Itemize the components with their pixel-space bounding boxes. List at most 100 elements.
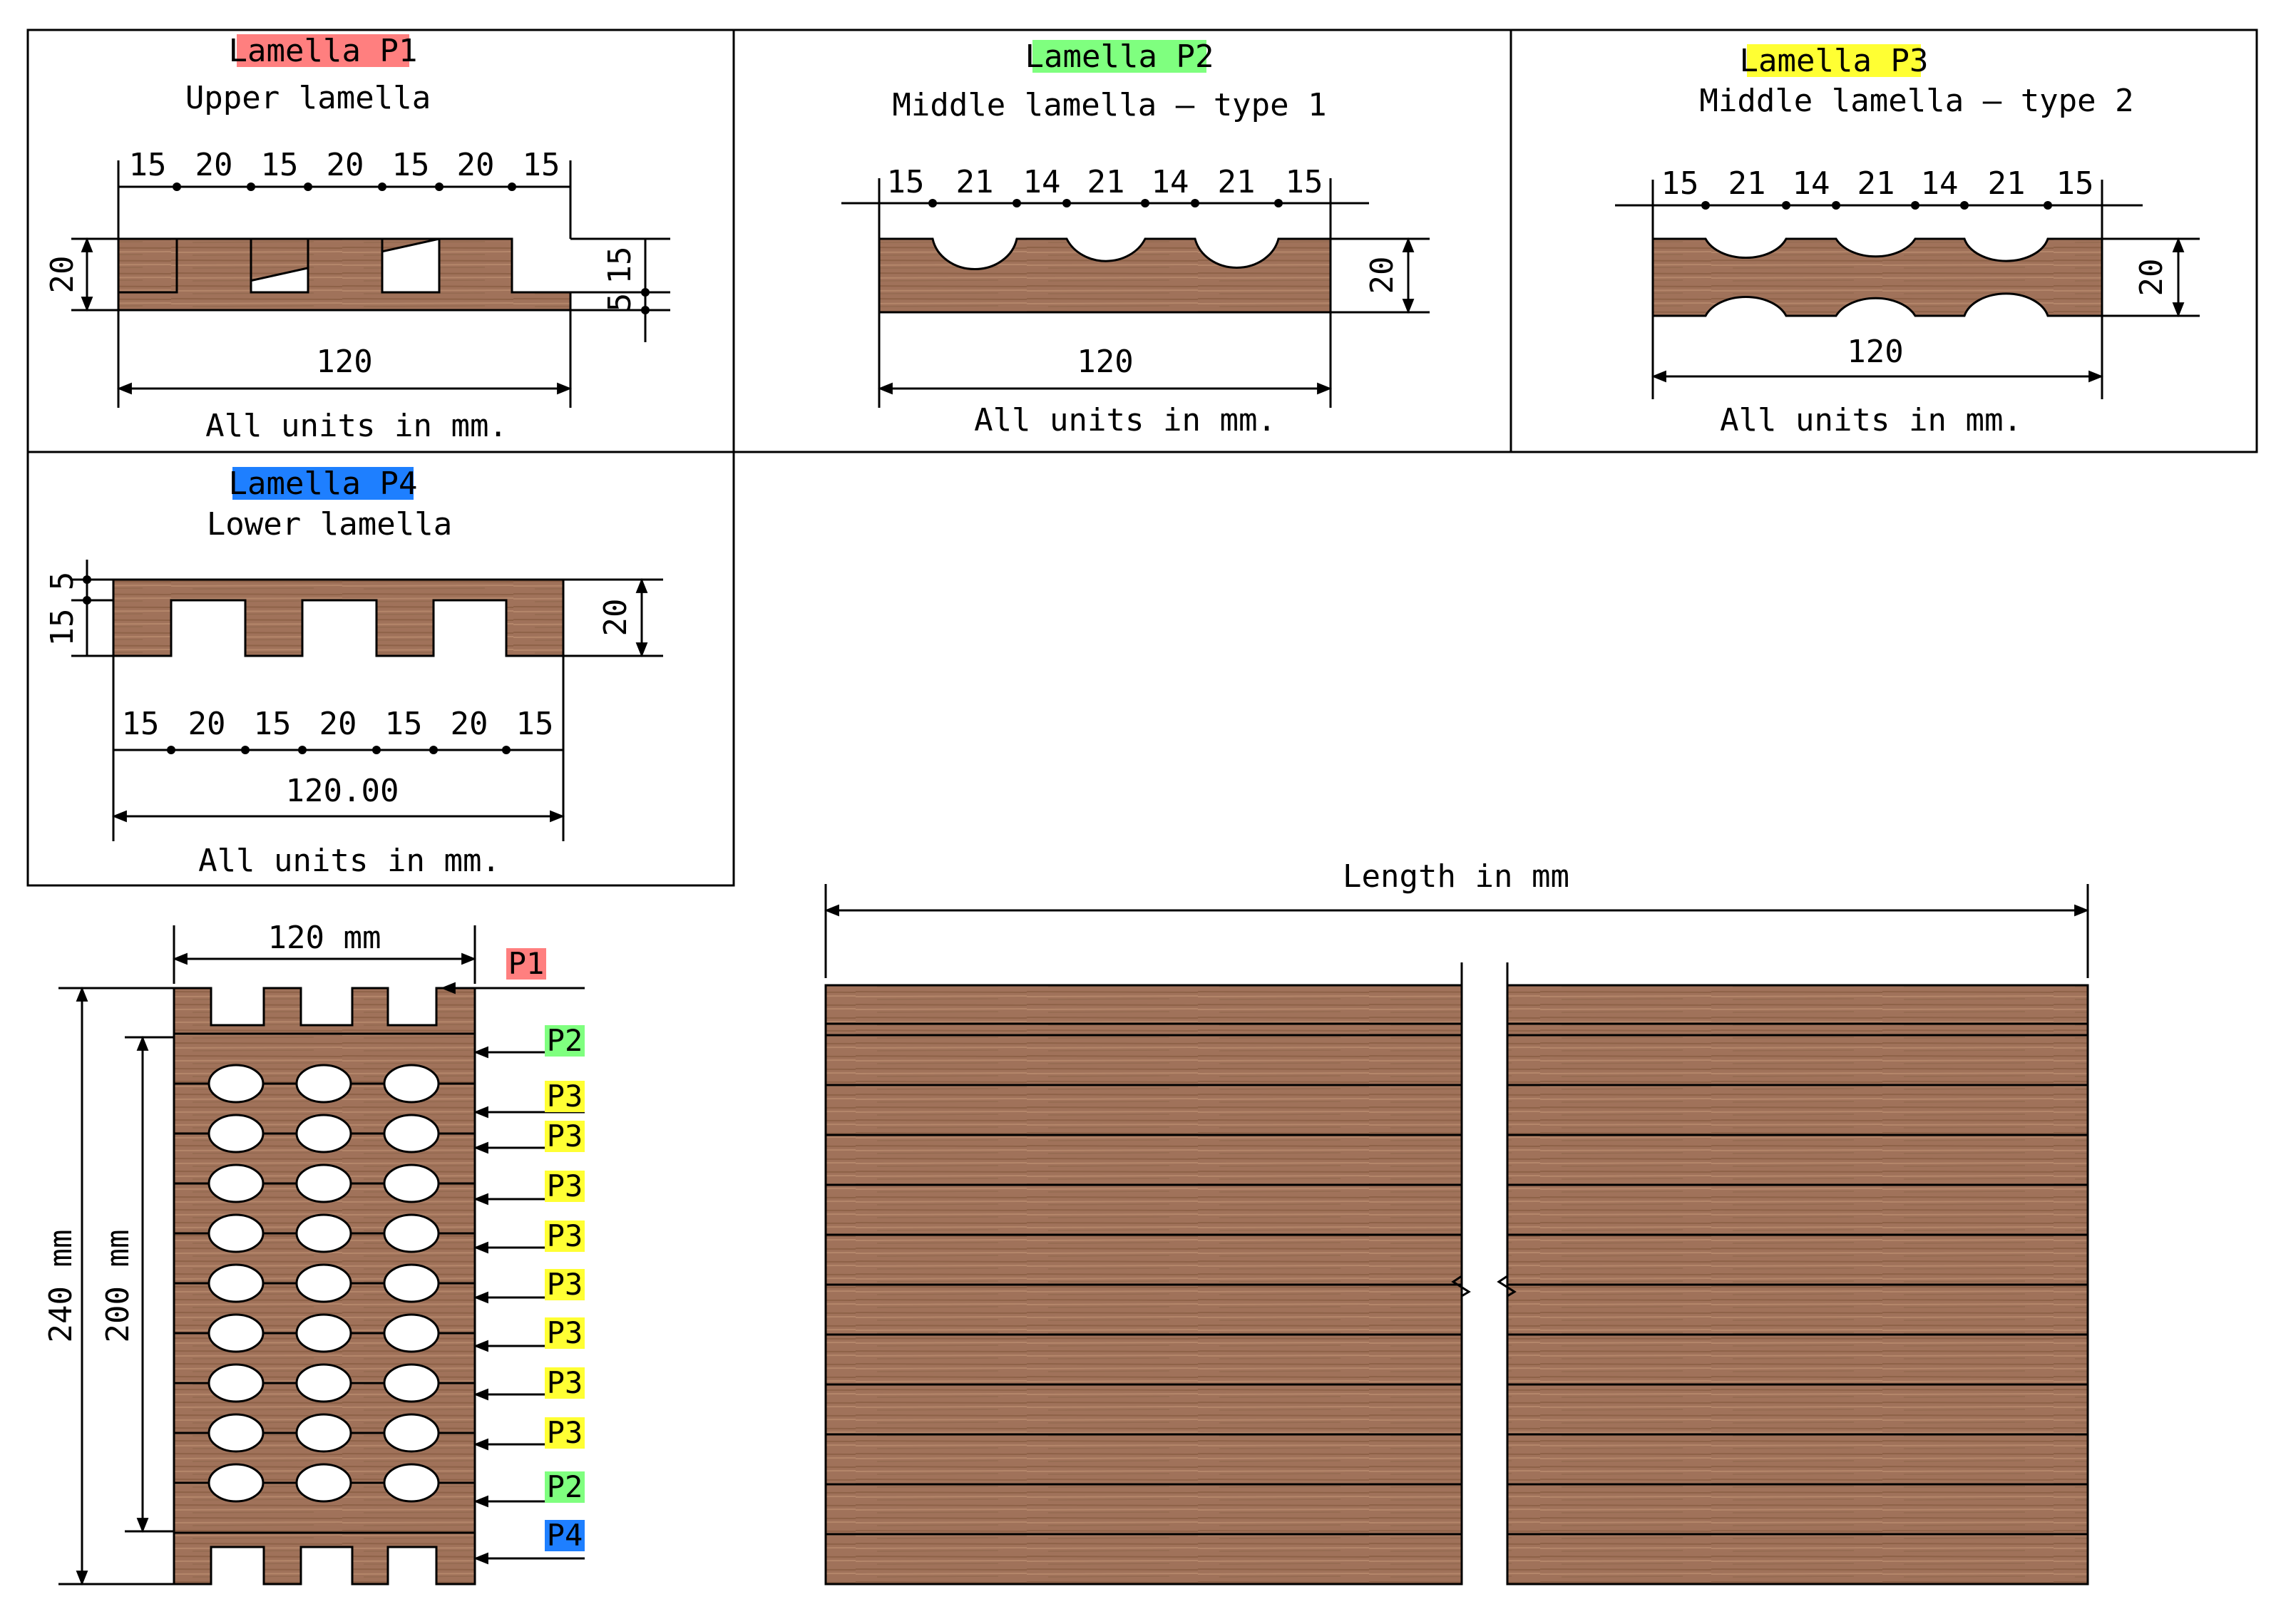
p4-subtitle: Lower lamella <box>207 506 452 543</box>
cs-tag-highlight <box>545 1025 585 1057</box>
p1-units: All units in mm. <box>205 408 508 444</box>
cs-tag-highlight <box>545 1220 585 1252</box>
p4-bottom-dim-labels: 15 20 15 20 15 20 15 <box>122 706 554 742</box>
panel-p2: Lamella P2 Middle lamella – type 1 15 21… <box>841 38 1430 438</box>
p2-width: 120 <box>1077 344 1133 380</box>
p1-dim: 15 <box>523 147 560 183</box>
cs-width: 120 mm <box>268 920 381 956</box>
p3-top-ticks <box>1651 180 2103 239</box>
cs-tag-label: P3 <box>547 1218 583 1253</box>
p2-units: All units in mm. <box>974 402 1276 438</box>
cs-tag-highlight <box>545 1121 585 1152</box>
p1-width-dim <box>116 310 573 408</box>
cs-hole <box>207 1263 265 1303</box>
cs-hole <box>383 1463 440 1503</box>
p1-left-height: 20 <box>44 256 81 294</box>
p2-top-dim-labels: 15 21 14 21 14 21 15 <box>887 164 1323 200</box>
cs-hole <box>207 1114 265 1153</box>
p3-dim: 14 <box>1921 165 1959 202</box>
cs-tag-highlight <box>545 1269 585 1300</box>
p1-profile-b <box>117 237 572 312</box>
cs-tag-label: P3 <box>547 1079 583 1114</box>
p1-dim: 20 <box>195 147 233 183</box>
p3-dim: 14 <box>1793 165 1830 202</box>
p1-top-dim-labels: 15 20 15 20 15 20 15 <box>129 147 560 183</box>
p3-top-dim-labels: 15 21 14 21 14 21 15 <box>1661 165 2094 202</box>
panel-p3: Lamella P3 Middle lamella – type 2 15 21… <box>1615 43 2200 438</box>
beam-break <box>1451 962 1517 1584</box>
p4-profile <box>112 578 565 657</box>
p1-width: 120 <box>316 344 372 380</box>
cs-tag-label: P4 <box>547 1518 583 1553</box>
cs-hole <box>383 1114 440 1153</box>
cs-hole <box>295 1114 352 1153</box>
p1-top-ticks <box>117 160 572 239</box>
cs-tag-highlight <box>545 1171 585 1202</box>
p1-left-dim <box>71 237 118 312</box>
cs-hole <box>207 1213 265 1253</box>
p1-dim: 20 <box>327 147 364 183</box>
p1-right-dots <box>641 288 650 314</box>
p4-dim: 20 <box>451 706 488 742</box>
length-label: Length in mm <box>1343 858 1569 895</box>
p1-dim: 15 <box>392 147 430 183</box>
p2-tag-highlight <box>1032 40 1206 73</box>
panel-p1: Lamella P1 Upper lamella 15 20 15 20 15 … <box>44 33 670 444</box>
cs-tag-label: P3 <box>547 1315 583 1350</box>
p1-tag-highlight <box>237 34 409 67</box>
p3-right-dim <box>2102 237 2200 318</box>
cs-tag-highlight <box>506 948 546 980</box>
p4-left-dots <box>83 575 91 605</box>
cs-hole <box>295 1313 352 1353</box>
cs-hole <box>207 1413 265 1453</box>
p2-profile <box>878 237 1332 314</box>
p4-dim: 20 <box>188 706 226 742</box>
p4-tag-highlight <box>232 467 414 500</box>
cs-tag-label: P2 <box>547 1023 583 1058</box>
panel-p4: Lamella P4 Lower lamella 5 15 20 <box>44 466 663 879</box>
cs-tag-label: P3 <box>547 1267 583 1302</box>
cs-hole <box>383 1313 440 1353</box>
p2-dim: 15 <box>1286 164 1323 200</box>
cs-tag-label: P3 <box>547 1365 583 1400</box>
cs-hole <box>295 1363 352 1403</box>
p3-right-height: 20 <box>2133 259 2170 297</box>
p3-width-dim <box>1651 316 2104 399</box>
panel-p4-frame <box>26 451 735 887</box>
p1-tag: Lamella P1 <box>229 33 418 69</box>
cs-tag-label: P3 <box>547 1119 583 1153</box>
p2-width-dim <box>877 312 1333 408</box>
beam-layer-lines <box>826 1022 2088 1536</box>
p4-dim: 15 <box>516 706 554 742</box>
cs-top-lamella <box>173 987 476 1035</box>
cross-section: 120 mm 240 mm 200 mm P1P2P3P3P3P3P3P3P3P… <box>43 920 585 1586</box>
p4-dim: 15 <box>385 706 423 742</box>
p3-dim: 15 <box>2056 165 2094 202</box>
cs-width-dim <box>172 925 477 984</box>
p2-dim: 21 <box>956 164 994 200</box>
cs-hole <box>207 1313 265 1353</box>
p2-tag: Lamella P2 <box>1025 38 1214 75</box>
cs-tag-label: P3 <box>547 1168 583 1203</box>
p3-dim: 21 <box>1857 165 1895 202</box>
p3-profile <box>1651 237 2103 317</box>
p3-dim: 21 <box>1728 165 1766 202</box>
p2-top-ticks <box>878 178 1332 239</box>
cs-height-dims <box>58 986 174 1586</box>
p4-dim: 15 <box>122 706 160 742</box>
cs-hole <box>383 1363 440 1403</box>
p1-subtitle: Upper lamella <box>185 80 431 116</box>
p4-dim: 20 <box>319 706 357 742</box>
p4-dim: 15 <box>254 706 292 742</box>
cs-tag-label: P2 <box>547 1469 583 1504</box>
cs-height-inner: 200 mm <box>100 1230 136 1343</box>
cs-hole <box>207 1363 265 1403</box>
cs-hole <box>295 1463 352 1503</box>
p3-dim: 15 <box>1661 165 1699 202</box>
cs-holes <box>207 1064 440 1503</box>
p1-dim: 15 <box>261 147 299 183</box>
p3-units: All units in mm. <box>1720 402 2022 438</box>
p4-left-dim-15: 15 <box>44 609 81 647</box>
cs-hole <box>383 1413 440 1453</box>
